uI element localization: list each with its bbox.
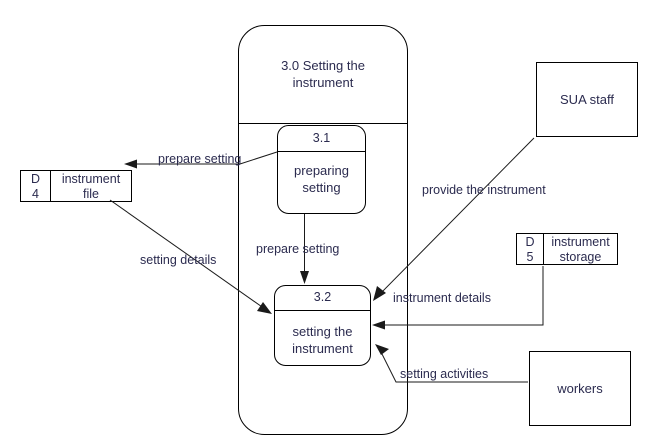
- data-store-d5-number: 5: [526, 250, 534, 264]
- context-process-title: 3.0 Setting the instrument: [250, 57, 396, 91]
- flow-label-instrument-details: instrument details: [393, 291, 491, 305]
- flow-label-provide-the-instrument: provide the instrument: [422, 183, 546, 197]
- context-process-title-line1: 3.0 Setting the: [281, 58, 365, 73]
- flow-instrument-details-arrowhead: [372, 320, 385, 330]
- data-store-d4-name-line2: file: [83, 187, 99, 201]
- flow-setting-details-line: [109, 199, 266, 310]
- process-3-1-name-line2: setting: [302, 180, 341, 195]
- flow-label-prepare-setting-to-d4: prepare setting: [158, 152, 242, 166]
- external-entity-workers-shape: [529, 351, 631, 426]
- process-3-1-name: preparing setting: [278, 162, 365, 196]
- process-3-1-number: 3.1: [312, 131, 331, 145]
- data-store-d5-code: D 5: [517, 235, 543, 265]
- flow-setting-activities-arrowhead: [375, 344, 389, 355]
- data-store-d4-code: D 4: [21, 172, 50, 202]
- external-entity-sua-staff-label: SUA staff: [560, 92, 614, 107]
- flow-prepare-setting-to-d4-line: [131, 151, 278, 165]
- context-process-title-line2: instrument: [292, 75, 354, 90]
- flow-provide-the-instrument-arrowhead: [373, 286, 386, 301]
- flow-setting-activities-line: [379, 349, 528, 383]
- external-entity-workers-label: workers: [557, 381, 603, 396]
- data-store-d5-letter: D: [525, 235, 535, 249]
- flow-provide-the-instrument-line: [378, 137, 535, 296]
- flow-label-prepare-setting-to-3-2: prepare setting: [256, 242, 340, 256]
- flow-instrument-details-line: [380, 266, 544, 326]
- data-store-d5-name-line1: instrument: [551, 235, 610, 249]
- process-3-2-number: 3.2: [313, 290, 332, 304]
- process-3-2-name-line1: setting the: [292, 324, 353, 339]
- process-3-2-name-line2: instrument: [292, 341, 353, 356]
- data-store-d4-shape: [20, 170, 132, 202]
- flow-prepare-setting-to-3-2-arrowhead: [300, 271, 309, 284]
- flow-label-setting-activities: setting activities: [400, 367, 489, 381]
- process-3-1-name-line1: preparing: [294, 163, 349, 178]
- data-store-d5-name-line2: storage: [559, 250, 602, 264]
- flow-setting-details-arrowhead: [257, 302, 272, 314]
- process-3-2-shape: [274, 285, 371, 366]
- process-3-2-name: setting the instrument: [275, 323, 370, 357]
- data-store-d4-letter: D: [30, 172, 41, 186]
- data-store-d4-number: 4: [32, 187, 39, 201]
- data-store-d4-name-line1: instrument: [61, 172, 121, 186]
- external-entity-sua-staff-shape: [536, 62, 638, 137]
- data-store-d5-name: instrument storage: [544, 235, 617, 265]
- data-store-d5-shape: [516, 233, 618, 265]
- flow-prepare-setting-to-d4-arrowhead: [124, 159, 137, 169]
- process-3-1-shape: [277, 125, 366, 214]
- data-store-d4-name: instrument file: [51, 172, 131, 202]
- flow-label-setting-details: setting details: [140, 253, 217, 267]
